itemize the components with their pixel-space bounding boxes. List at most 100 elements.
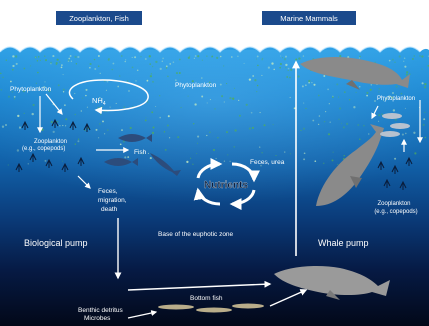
- phytoplankton-speck: [197, 136, 199, 138]
- benthic-label-1: Benthic detritus: [78, 307, 124, 314]
- phytoplankton-speck: [125, 61, 126, 62]
- phytoplankton-speck: [330, 122, 331, 123]
- phytoplankton-speck: [393, 109, 395, 111]
- phytoplankton-speck: [10, 81, 12, 83]
- phytoplankton-speck: [251, 112, 253, 114]
- phytoplankton-speck: [12, 55, 14, 57]
- phytoplankton-speck: [120, 143, 122, 145]
- phytoplankton-speck: [38, 56, 40, 58]
- biological-pump-title: Biological pump: [24, 238, 88, 248]
- phytoplankton-speck: [284, 58, 286, 60]
- phytoplankton-speck: [5, 124, 7, 126]
- phytoplankton-speck: [261, 152, 262, 153]
- phytoplankton-speck: [272, 124, 273, 125]
- phytoplankton-speck: [32, 113, 34, 115]
- phytoplankton-speck: [30, 65, 31, 66]
- phytoplankton-speck: [406, 71, 408, 73]
- phytoplankton-speck: [98, 65, 100, 67]
- phytoplankton-speck: [12, 65, 14, 67]
- phytoplankton-speck: [257, 55, 259, 57]
- phytoplankton-speck: [77, 56, 79, 58]
- phytoplankton-speck: [89, 67, 91, 69]
- phytoplankton-speck: [164, 131, 165, 132]
- phytoplankton-speck: [224, 101, 225, 102]
- phytoplankton-speck: [148, 153, 149, 154]
- phytoplankton-speck: [238, 100, 239, 101]
- phytoplankton-speck: [87, 107, 88, 108]
- phytoplankton-speck: [327, 89, 329, 91]
- phytoplankton-speck: [324, 121, 326, 123]
- phytoplankton-speck: [117, 86, 119, 88]
- phytoplankton-speck: [329, 103, 330, 104]
- phytoplankton-speck: [85, 95, 86, 96]
- phytoplankton-speck: [394, 62, 395, 63]
- phytoplankton-speck: [52, 55, 54, 57]
- phytoplankton-speck: [319, 115, 321, 117]
- phytoplankton-speck: [197, 143, 198, 144]
- phytoplankton-speck: [169, 63, 171, 65]
- phytoplankton-speck: [74, 93, 75, 94]
- phytoplankton-speck: [271, 62, 273, 64]
- phytoplankton-speck: [226, 131, 228, 133]
- phytoplankton-speck: [0, 73, 1, 74]
- phytoplankton-speck: [119, 75, 120, 76]
- phytoplankton-speck: [35, 56, 37, 58]
- phytoplankton-speck: [19, 126, 20, 127]
- phytoplankton-speck: [90, 63, 92, 65]
- phytoplankton-speck: [404, 58, 406, 60]
- phytoplankton-speck: [424, 112, 425, 113]
- phytoplankton-speck: [213, 149, 215, 151]
- phytoplankton-speck: [395, 94, 396, 95]
- phytoplankton-speck: [303, 158, 305, 160]
- phytoplankton-speck: [135, 80, 136, 81]
- phytoplankton-speck: [167, 76, 168, 77]
- phytoplankton-speck: [56, 64, 58, 66]
- phytoplankton-speck: [300, 130, 301, 131]
- phytoplankton-speck: [289, 77, 291, 79]
- phytoplankton-speck: [257, 65, 259, 67]
- phytoplankton-speck: [288, 68, 290, 70]
- phytoplankton-speck: [226, 83, 227, 84]
- phytoplankton-speck: [338, 97, 339, 98]
- phytoplankton-speck: [61, 67, 63, 69]
- phytoplankton-speck: [100, 114, 101, 115]
- phytoplankton-speck: [353, 106, 355, 108]
- phytoplankton-speck: [68, 61, 69, 62]
- phytoplankton-speck: [406, 74, 408, 76]
- phytoplankton-speck: [128, 90, 129, 91]
- bottom-fish-label: Bottom fish: [190, 295, 223, 302]
- phytoplankton-speck: [180, 107, 181, 108]
- phytoplankton-speck: [127, 156, 129, 158]
- phytoplankton-speck: [94, 59, 95, 60]
- phytoplankton-speck: [17, 115, 19, 117]
- phytoplankton-speck: [121, 129, 123, 131]
- phytoplankton-speck: [285, 56, 287, 58]
- phytoplankton-speck: [230, 161, 231, 162]
- feces-label-2: migration,: [98, 197, 127, 204]
- phytoplankton-speck: [162, 60, 164, 62]
- phytoplankton-speck: [414, 55, 416, 57]
- phytoplankton-speck: [94, 68, 96, 70]
- phytoplankton-speck: [167, 124, 169, 126]
- phytoplankton-speck: [155, 106, 156, 107]
- phytoplankton-speck: [152, 81, 154, 83]
- phytoplankton-speck: [44, 81, 45, 82]
- phytoplankton-speck: [246, 104, 248, 106]
- phytoplankton-speck: [275, 155, 276, 156]
- phytoplankton-speck: [220, 56, 222, 58]
- phytoplankton-speck: [190, 158, 191, 159]
- phytoplankton-speck: [152, 126, 154, 128]
- phytoplankton-speck: [260, 112, 261, 113]
- phytoplankton-speck: [288, 70, 289, 71]
- zooplankton-right-label-1: Zooplankton: [377, 201, 410, 207]
- phytoplankton-speck: [392, 59, 394, 61]
- phytoplankton-speck: [425, 137, 427, 139]
- phytoplankton-speck: [308, 80, 310, 82]
- phytoplankton-speck: [127, 80, 129, 82]
- phytoplankton-speck: [166, 67, 167, 68]
- phytoplankton-speck: [28, 163, 29, 164]
- phytoplankton-speck: [254, 79, 256, 81]
- phytoplankton-speck: [57, 59, 59, 61]
- phytoplankton-speck: [344, 91, 346, 93]
